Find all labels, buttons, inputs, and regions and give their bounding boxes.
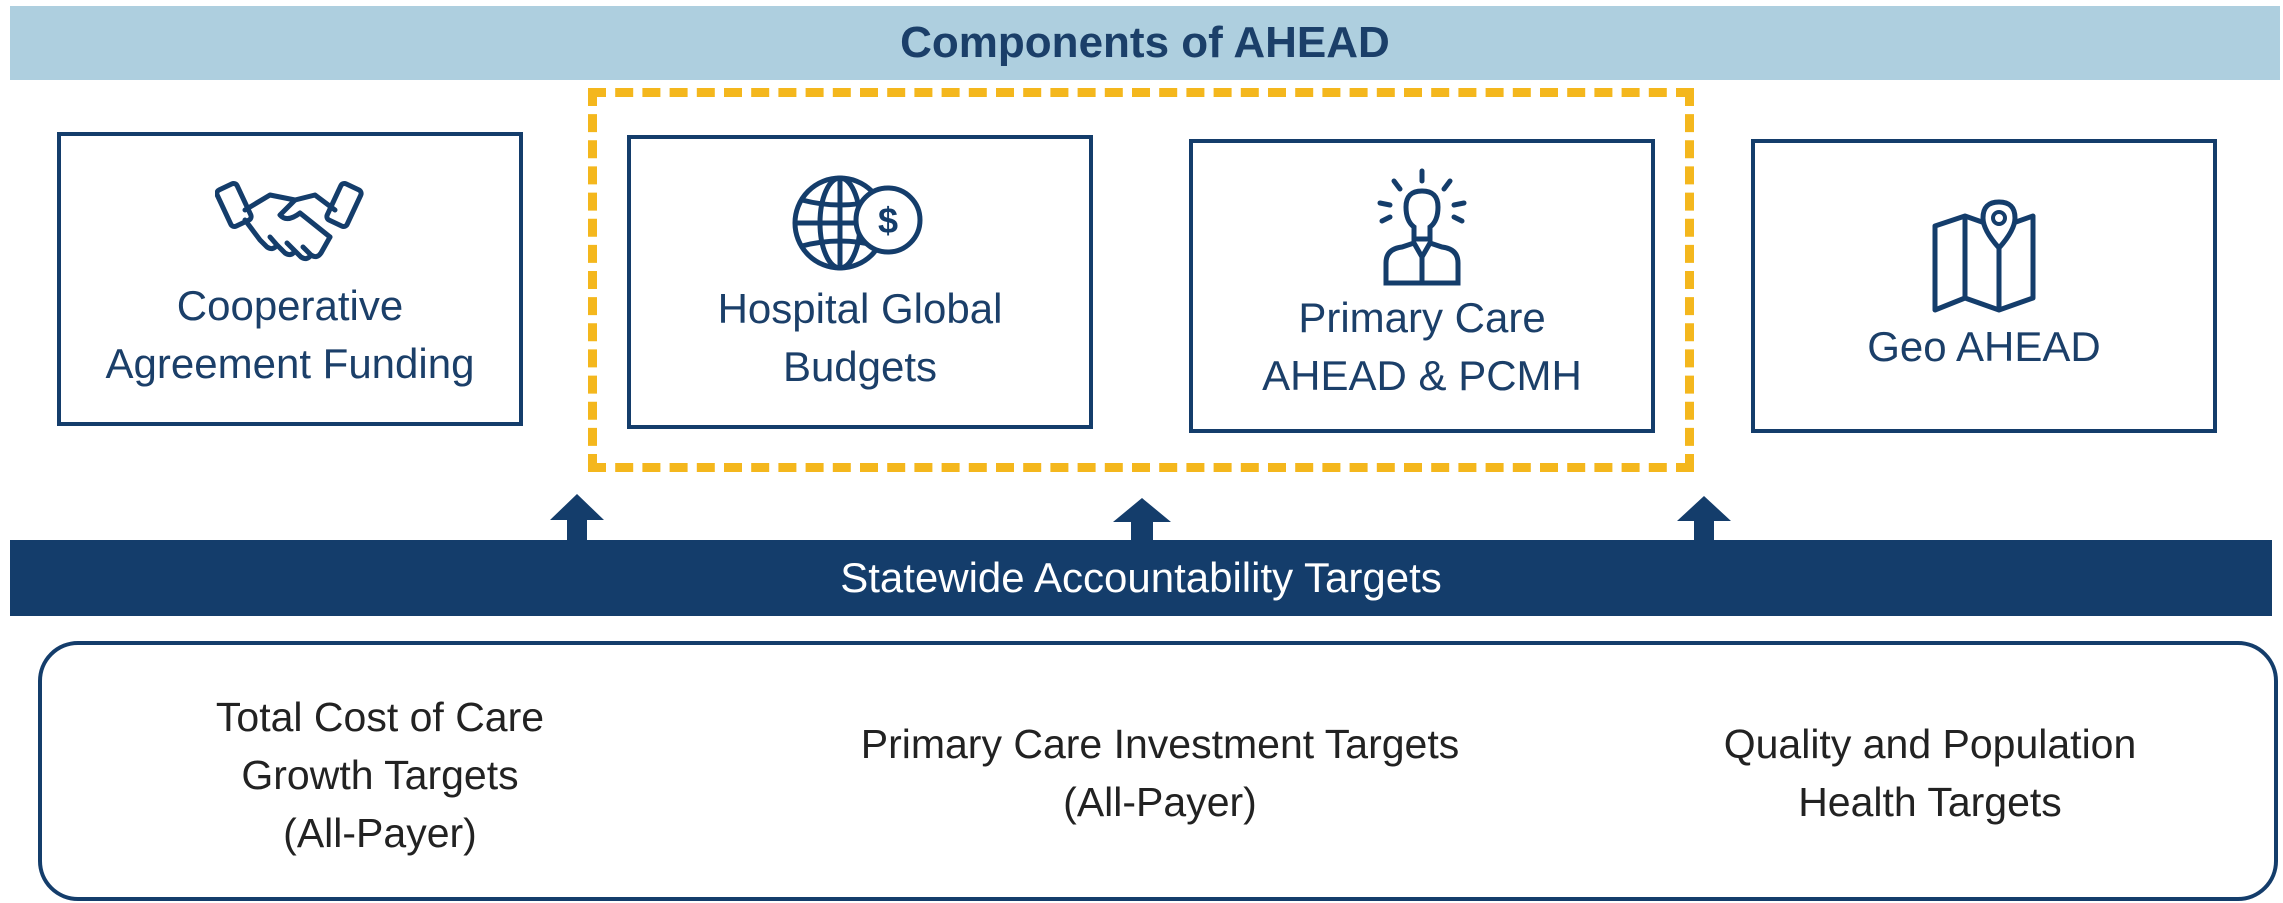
diagram-title: Components of AHEAD xyxy=(900,18,1390,67)
svg-text:$: $ xyxy=(878,200,898,241)
handshake-icon xyxy=(215,181,364,262)
target-quality-population-health: Quality and Population Health Targets xyxy=(1723,721,2137,825)
component-label: Geo AHEAD xyxy=(1867,323,2101,370)
statewide-targets-bar: Statewide Accountability Targets xyxy=(10,540,2272,616)
targets-panel xyxy=(38,641,2278,901)
component-card-cooperative-agreement: Cooperative Agreement Funding xyxy=(57,132,523,426)
highlight-dashed-frame xyxy=(588,88,1694,472)
globe-dollar-icon: $ xyxy=(792,175,923,271)
header-band: Components of AHEAD xyxy=(10,6,2280,80)
target-total-cost-of-care: Total Cost of Care Growth Targets (All-P… xyxy=(215,694,545,856)
component-label: Primary Care AHEAD & PCMH xyxy=(1262,294,1582,399)
component-label: Hospital Global Budgets xyxy=(717,285,1003,390)
map-pin-icon xyxy=(1932,199,2036,313)
up-arrow-icon xyxy=(1113,498,1171,542)
component-card-geo-ahead: Geo AHEAD xyxy=(1751,139,2217,433)
up-arrow-icon xyxy=(1677,496,1731,542)
component-card-hospital-global-budgets: $ Hospital Global Budgets xyxy=(627,135,1093,429)
target-primary-care-investment: Primary Care Investment Targets (All-Pay… xyxy=(860,721,1460,825)
bar-label: Statewide Accountability Targets xyxy=(840,554,1442,601)
up-arrow-icon xyxy=(550,494,604,542)
component-card-primary-care: Primary Care AHEAD & PCMH xyxy=(1189,139,1655,433)
component-label: Cooperative Agreement Funding xyxy=(105,282,475,387)
person-lightbulb-icon xyxy=(1377,168,1467,286)
